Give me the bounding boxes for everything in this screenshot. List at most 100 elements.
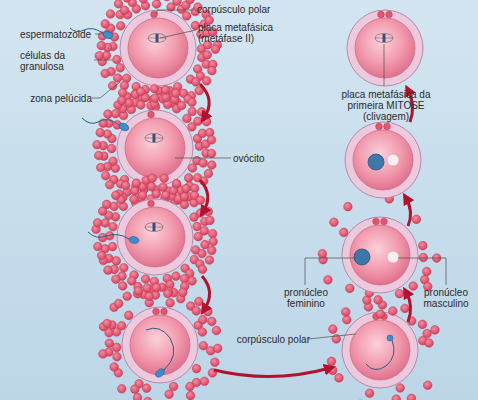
- chromosome-plate: [153, 223, 156, 231]
- granulosa-cell: [154, 0, 163, 1]
- granulosa-cell: [110, 363, 119, 372]
- granulosa-cell: [330, 218, 339, 227]
- granulosa-cell: [345, 284, 354, 293]
- cell-group: [318, 195, 441, 319]
- zona-pellucida: [342, 312, 418, 388]
- granulosa-cell: [101, 20, 110, 29]
- leader-line: [92, 82, 120, 98]
- granulosa-cell: [396, 384, 405, 393]
- spermatozoon: [146, 328, 174, 379]
- granulosa-cell: [116, 64, 125, 73]
- granulosa-cell: [199, 341, 208, 350]
- polar-body: [381, 218, 388, 225]
- granulosa-cell: [188, 107, 197, 116]
- polar-body: [378, 11, 385, 18]
- granulosa-cell: [143, 397, 152, 400]
- granulosa-cell: [105, 339, 114, 348]
- process-arrow: [406, 292, 411, 322]
- granulosa-cell: [148, 174, 157, 183]
- granulosa-cell: [172, 89, 181, 98]
- granulosa-cell: [152, 190, 161, 199]
- granulosa-cell: [95, 51, 104, 60]
- granulosa-cell: [117, 321, 126, 330]
- granulosa-cell: [198, 265, 207, 274]
- callout-label: corpúsculo polar: [228, 334, 310, 345]
- granulosa-cell: [159, 183, 168, 192]
- leader-line: [95, 34, 104, 35]
- granulosa-cell: [113, 55, 122, 64]
- leader-line: [308, 334, 356, 339]
- granulosa-cell: [142, 384, 151, 393]
- granulosa-cell: [114, 299, 123, 308]
- oocyte: [353, 130, 413, 190]
- granulosa-cell: [172, 179, 181, 188]
- granulosa-cell: [180, 192, 189, 201]
- granulosa-cell: [186, 0, 195, 4]
- granulosa-cell: [211, 358, 220, 367]
- granulosa-cell: [161, 191, 170, 200]
- leader-line: [160, 30, 196, 38]
- granulosa-cell: [207, 149, 216, 158]
- granulosa-cell: [335, 374, 344, 383]
- granulosa-cell: [139, 0, 148, 3]
- granulosa-cell: [141, 275, 150, 284]
- granulosa-cell: [192, 364, 201, 373]
- granulosa-cell: [342, 315, 351, 324]
- process-arrow: [200, 84, 209, 118]
- cell-group: [93, 84, 216, 210]
- granulosa-cell: [186, 391, 195, 400]
- granulosa-cell: [124, 311, 133, 320]
- granulosa-cell: [143, 284, 152, 293]
- granulosa-cell: [376, 310, 385, 319]
- granulosa-cell: [138, 191, 147, 200]
- granulosa-cell: [202, 117, 211, 126]
- granulosa-cell: [113, 74, 122, 83]
- granulosa-cell: [182, 184, 191, 193]
- granulosa-cell: [192, 307, 201, 316]
- zona-pellucida: [347, 10, 423, 86]
- granulosa-cell: [111, 191, 120, 200]
- granulosa-cell: [118, 282, 127, 291]
- granulosa-cell: [97, 251, 106, 260]
- granulosa-cell: [93, 219, 102, 228]
- cell-group: [99, 283, 222, 400]
- granulosa-cell: [204, 169, 213, 178]
- oocyte: [125, 207, 185, 267]
- granulosa-cell: [120, 6, 129, 15]
- process-arrow: [214, 368, 330, 377]
- granulosa-cell: [419, 241, 428, 250]
- granulosa-cell: [205, 256, 214, 265]
- cell-group: [95, 0, 222, 111]
- leader-line: [384, 44, 385, 86]
- granulosa-cell: [97, 41, 106, 50]
- granulosa-cell: [134, 287, 143, 296]
- metaphase-spindle: [145, 134, 163, 143]
- granulosa-cell: [412, 215, 421, 224]
- granulosa-cell: [169, 382, 178, 391]
- oocyte: [130, 315, 190, 375]
- granulosa-cell: [130, 195, 139, 204]
- granulosa-cell: [401, 304, 410, 313]
- granulosa-cell: [208, 66, 217, 75]
- cells-layer: [92, 0, 441, 400]
- granulosa-cell: [409, 282, 418, 291]
- granulosa-cell: [99, 350, 108, 359]
- granulosa-cell: [165, 390, 174, 399]
- granulosa-cell: [101, 69, 110, 78]
- granulosa-cell: [179, 288, 188, 297]
- polar-body: [148, 111, 155, 118]
- metaphase-spindle: [375, 34, 393, 43]
- granulosa-cell: [201, 240, 210, 249]
- chromosome-plate: [383, 34, 386, 42]
- granulosa-cell: [121, 181, 130, 190]
- granulosa-cell: [152, 283, 161, 292]
- cell-group: [347, 10, 423, 86]
- polar-body: [161, 308, 168, 315]
- zona-pellucida: [120, 10, 196, 86]
- granulosa-cell: [200, 227, 209, 236]
- granulosa-cell: [117, 96, 126, 105]
- granulosa-cell: [208, 161, 217, 170]
- granulosa-cell: [395, 289, 404, 298]
- granulosa-cell: [329, 325, 338, 334]
- granulosa-cell: [327, 357, 336, 366]
